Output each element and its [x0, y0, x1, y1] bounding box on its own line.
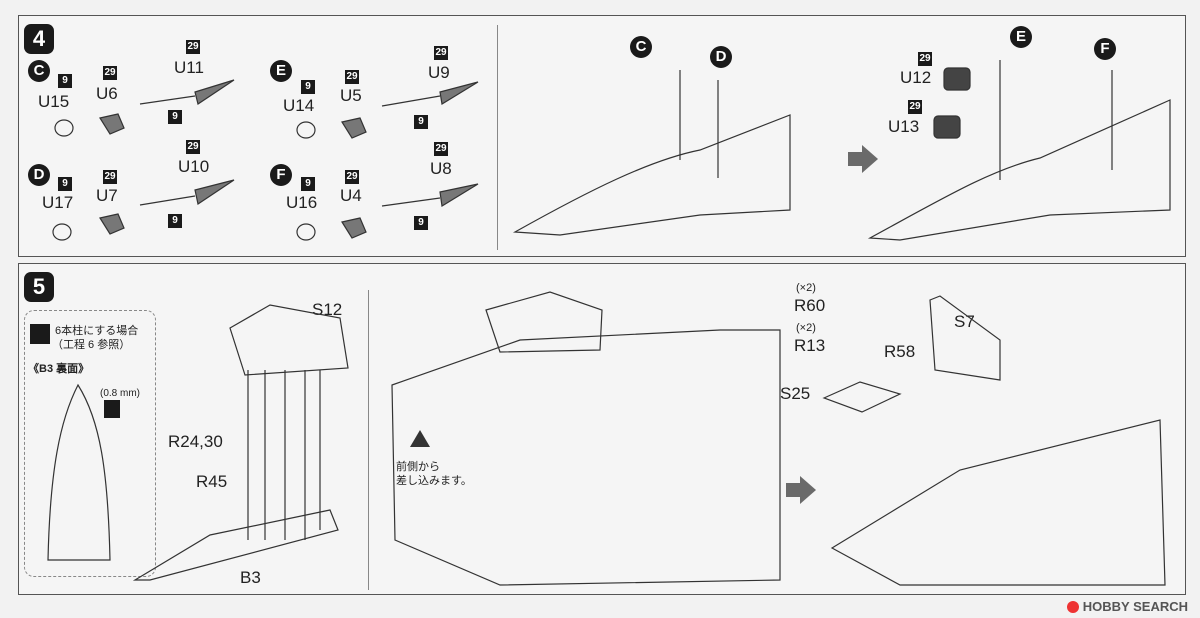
label-u12: U12 — [900, 68, 932, 87]
note-ref: （工程 6 参照） — [52, 339, 131, 351]
label-u11: U11 — [174, 58, 204, 77]
box-shaft-e: 9 — [414, 115, 428, 129]
label-u17: U17 — [42, 193, 74, 212]
note-icon — [30, 324, 50, 344]
box-u13: 29 — [908, 100, 922, 114]
box-shaft-f: 9 — [414, 216, 428, 230]
assembly2-callout-e: E — [1010, 26, 1032, 48]
box-u16: 9 — [301, 177, 315, 191]
warning-icon — [410, 430, 430, 447]
box-u5: 29 — [345, 70, 359, 84]
step5-number: 5 — [24, 272, 54, 302]
box-shaft-c: 9 — [168, 110, 182, 124]
label-r60-count: (×2) — [796, 282, 816, 294]
label-s7: S7 — [954, 312, 975, 331]
watermark: HOBBY SEARCH — [1066, 599, 1188, 614]
warning-line1: 前側から — [396, 461, 440, 473]
label-r58: R58 — [884, 342, 916, 361]
label-u13: U13 — [888, 117, 920, 136]
box-u15: 9 — [58, 74, 72, 88]
label-r60: R60 — [794, 296, 826, 315]
box-u14: 9 — [301, 80, 315, 94]
label-u4: U4 — [340, 186, 362, 205]
box-u17: 9 — [58, 177, 72, 191]
watermark-logo-icon — [1066, 601, 1079, 613]
label-r13: R13 — [794, 336, 826, 355]
watermark-text: HOBBY SEARCH — [1082, 599, 1188, 614]
assembly2-callout-f: F — [1094, 38, 1116, 60]
box-u7: 29 — [103, 170, 117, 184]
box-u9: 29 — [434, 46, 448, 60]
callout-e: E — [270, 60, 292, 82]
box-u4: 29 — [345, 170, 359, 184]
label-s25: S25 — [780, 384, 811, 403]
b3-rear-title: 《B3 裏面》 — [28, 363, 90, 375]
box-u8: 29 — [434, 142, 448, 156]
label-u5: U5 — [340, 86, 362, 105]
step4-number: 4 — [24, 24, 54, 54]
box-u10: 29 — [186, 140, 200, 154]
step4-next-arrow — [848, 145, 878, 173]
label-u8: U8 — [430, 159, 452, 178]
label-b3: B3 — [240, 568, 261, 587]
label-u15: U15 — [38, 92, 70, 111]
box-shaft-d: 9 — [168, 214, 182, 228]
callout-f: F — [270, 164, 292, 186]
label-r13-count: (×2) — [796, 322, 816, 334]
label-u7: U7 — [96, 186, 118, 205]
note-dashed-box — [24, 310, 156, 577]
b3-dimension: (0.8 mm) — [100, 388, 140, 399]
callout-c: C — [28, 60, 50, 82]
step4-panel — [18, 15, 1186, 257]
note-title: 6本柱にする場合 — [55, 325, 139, 337]
step5-divider — [368, 290, 369, 590]
warning-line2: 差し込みます。 — [396, 475, 472, 487]
label-u9: U9 — [428, 63, 450, 82]
label-r45: R45 — [196, 472, 228, 491]
step4-divider — [497, 25, 498, 250]
box-u6: 29 — [103, 66, 117, 80]
label-u10: U10 — [178, 157, 210, 176]
drill-icon — [104, 400, 120, 418]
callout-d: D — [28, 164, 50, 186]
box-u12: 29 — [918, 52, 932, 66]
box-u11: 29 — [186, 40, 200, 54]
label-u6: U6 — [96, 84, 118, 103]
label-u14: U14 — [283, 96, 315, 115]
step5-next-arrow — [786, 476, 816, 504]
label-u16: U16 — [286, 193, 318, 212]
assembly1-callout-d: D — [710, 46, 732, 68]
assembly1-callout-c: C — [630, 36, 652, 58]
label-r24-30: R24,30 — [168, 432, 223, 451]
